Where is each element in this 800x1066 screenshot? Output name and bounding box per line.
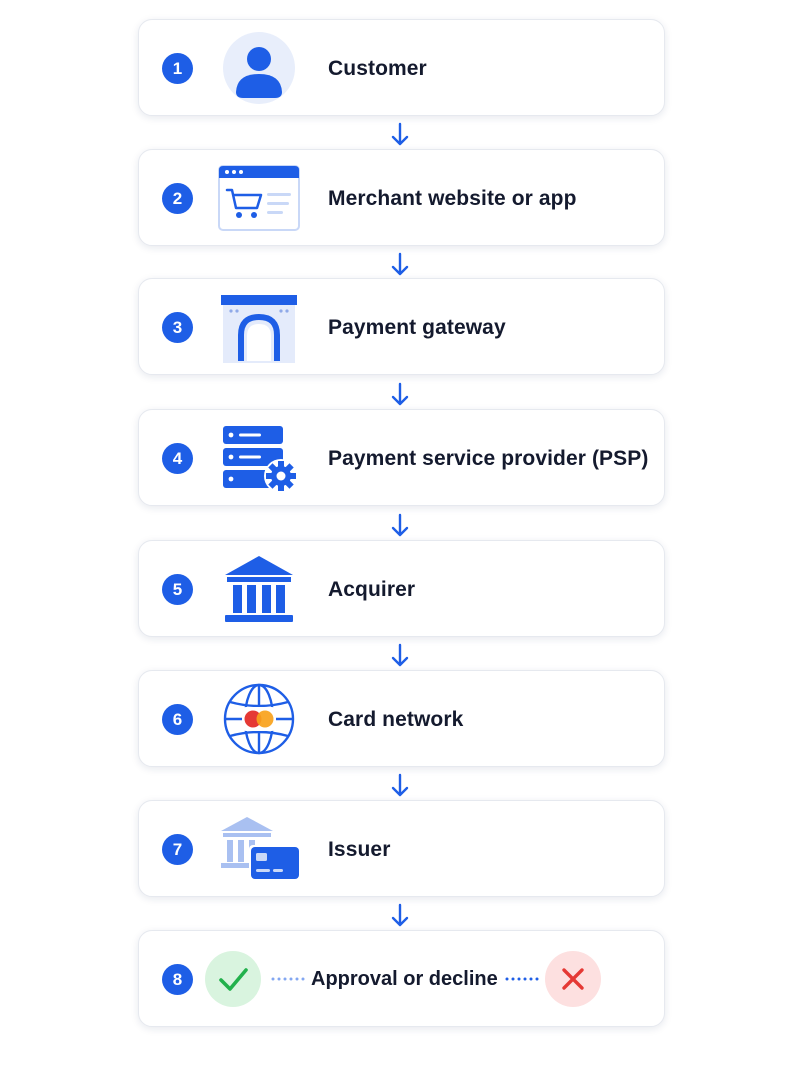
step-label: Issuer	[328, 837, 391, 861]
bank-card-icon	[221, 817, 301, 881]
checkmark-icon	[219, 968, 248, 991]
step-number-badge: 2	[162, 183, 193, 214]
arrow-down-icon	[391, 382, 409, 406]
step-label: Approval or decline	[311, 968, 498, 990]
arrow-down-icon	[391, 122, 409, 146]
person-icon	[223, 32, 295, 104]
arrow-down-icon	[391, 252, 409, 276]
step-psp: 4 Payment service provider (PSP)	[138, 409, 665, 506]
step-card-network: 6 Card network	[138, 670, 665, 767]
x-mark-icon	[562, 968, 584, 990]
step-number-badge: 5	[162, 574, 193, 605]
decline-indicator	[545, 951, 601, 1007]
step-label: Payment gateway	[328, 315, 506, 339]
arrow-down-icon	[391, 513, 409, 537]
step-payment-gateway: 3 Payment gateway	[138, 278, 665, 375]
server-gear-icon	[223, 426, 298, 493]
step-number-badge: 4	[162, 443, 193, 474]
step-customer: 1 Customer	[138, 19, 665, 116]
step-label: Acquirer	[328, 577, 416, 601]
step-approval-decline: 8 Approval or decline	[138, 930, 665, 1027]
globe-card-network-icon	[223, 683, 295, 755]
step-merchant: 2 Merchant website or app	[138, 149, 665, 246]
arrow-down-icon	[391, 903, 409, 927]
shopping-cart-browser-icon	[218, 165, 300, 231]
arrow-down-icon	[391, 643, 409, 667]
step-number-badge: 8	[162, 964, 193, 995]
step-label: Payment service provider (PSP)	[328, 446, 649, 470]
step-number-badge: 3	[162, 312, 193, 343]
arrow-down-icon	[391, 773, 409, 797]
step-number-badge: 7	[162, 834, 193, 865]
step-number-badge: 6	[162, 704, 193, 735]
connector-dots	[505, 977, 539, 981]
step-number-badge: 1	[162, 53, 193, 84]
step-acquirer: 5 Acquirer	[138, 540, 665, 637]
gateway-arch-icon	[221, 295, 297, 363]
bank-icon	[225, 556, 293, 622]
step-label: Customer	[328, 56, 427, 80]
connector-dots	[271, 977, 305, 981]
step-issuer: 7 Issuer	[138, 800, 665, 897]
step-label: Merchant website or app	[328, 186, 577, 210]
approval-indicator	[205, 951, 261, 1007]
step-label: Card network	[328, 707, 464, 731]
